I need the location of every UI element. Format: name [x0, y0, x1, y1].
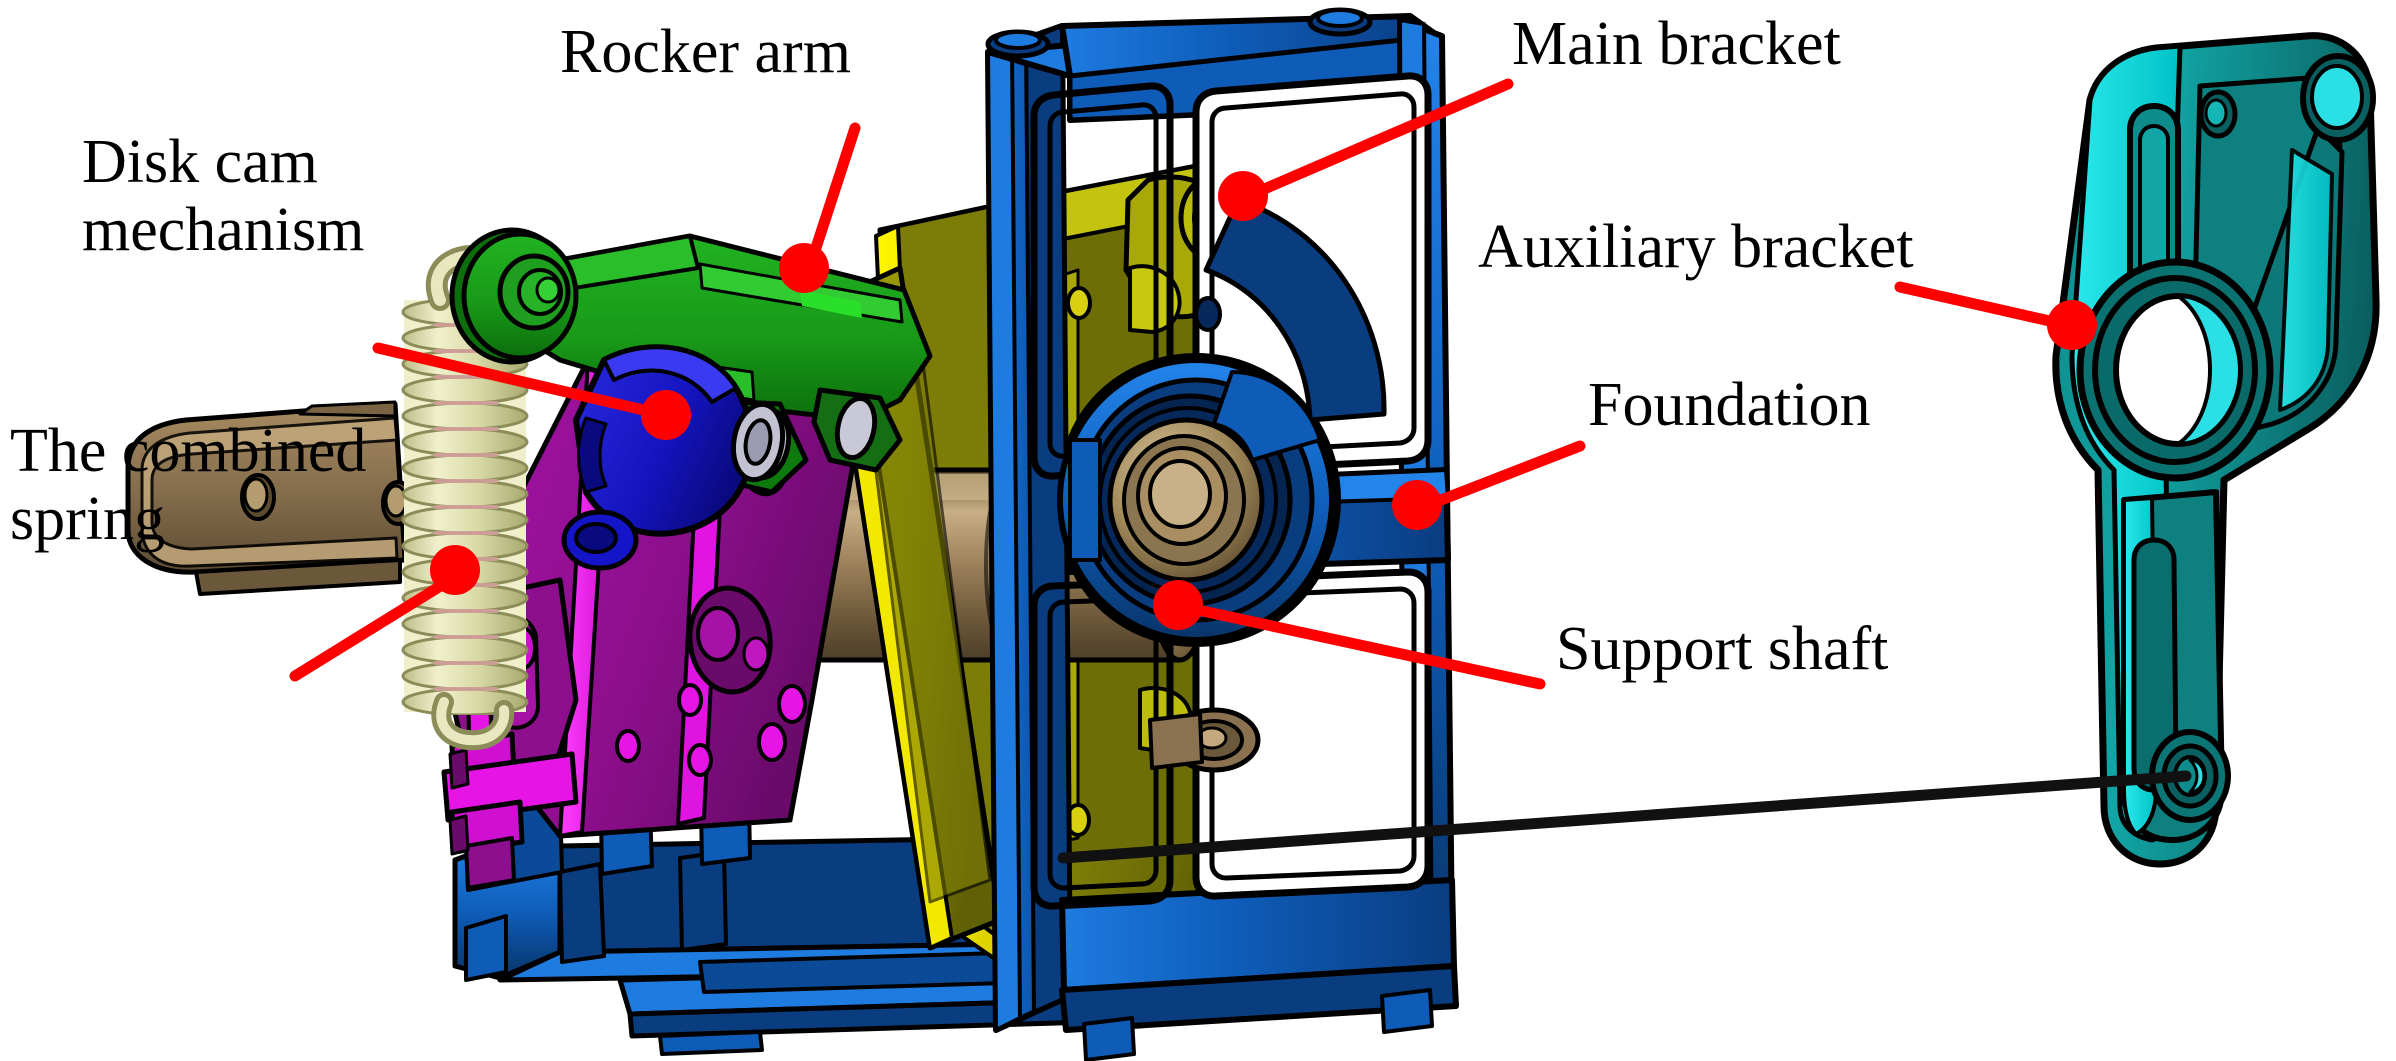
dot-combined-spring	[430, 545, 480, 595]
dot-rocker-arm	[779, 243, 829, 293]
auxiliary-bracket	[2052, 32, 2380, 868]
leader-combined-spring	[289, 576, 453, 682]
leader-foundation	[1430, 440, 1586, 508]
dot-disk-cam	[641, 390, 691, 440]
leader-disk-cam	[372, 342, 658, 418]
label-support-shaft: Support shaft	[1556, 615, 1889, 683]
label-disk-cam-line2: mechanism	[82, 196, 365, 264]
leader-auxiliary-bracket	[1894, 281, 2060, 328]
label-main-bracket: Main bracket	[1512, 10, 1841, 78]
label-auxiliary-bracket: Auxiliary bracket	[1478, 213, 1914, 281]
dot-foundation	[1392, 480, 1442, 530]
label-combined-spring-line1: The combined	[10, 417, 367, 485]
label-combined-spring-line2: spring	[10, 485, 165, 553]
tan-link-arm	[125, 400, 415, 596]
foundation-frame	[985, 7, 1459, 1061]
annotation-leaders	[289, 78, 2192, 864]
leader-support-shaft	[1192, 604, 1546, 690]
label-disk-cam-line1: Disk cam	[82, 128, 318, 196]
label-foundation: Foundation	[1588, 371, 1871, 439]
dot-auxiliary-bracket	[2047, 300, 2097, 350]
label-rocker-arm: Rocker arm	[560, 18, 851, 86]
leader-bracket-link	[1057, 770, 2192, 864]
leader-rocker-arm	[806, 122, 861, 266]
disk-cam-mechanism	[561, 344, 786, 571]
dot-support-shaft	[1153, 580, 1203, 630]
dot-main-bracket	[1218, 171, 1268, 221]
leader-main-bracket	[1256, 78, 1514, 196]
